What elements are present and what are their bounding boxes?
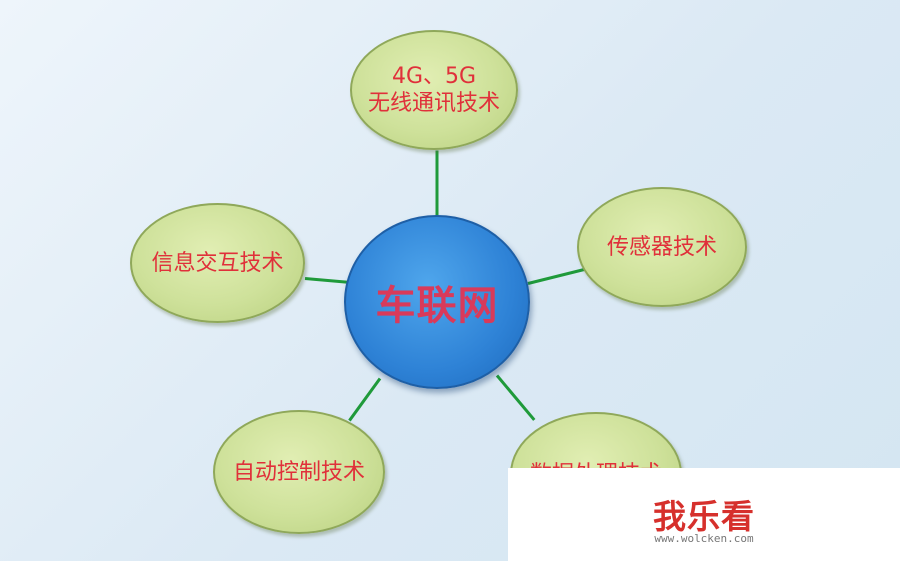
connector-control <box>348 377 382 422</box>
node-control: 自动控制技术 <box>213 410 385 534</box>
watermark-logo: 我乐看 <box>653 497 755 536</box>
node-control-label: 自动控制技术 <box>232 459 365 485</box>
node-interaction-label: 信息交互技术 <box>151 250 284 276</box>
node-sensor: 传感器技术 <box>577 187 747 307</box>
node-sensor-label: 传感器技术 <box>606 234 717 260</box>
watermark-box: 我乐看 www.wolcken.com <box>508 468 900 561</box>
connector-sensor <box>527 267 587 285</box>
node-wireless-line-2: 无线通讯技术 <box>367 91 500 116</box>
node-wireless-line-1: 4G、5G <box>391 64 477 89</box>
connector-data <box>495 374 536 421</box>
center-label: 车联网 <box>375 283 499 329</box>
connector-interaction <box>304 277 348 284</box>
connector-wireless <box>435 150 439 217</box>
node-wireless: 4G、5G 无线通讯技术 <box>350 30 518 150</box>
center-node: 车联网 <box>344 215 530 389</box>
watermark-url: www.wolcken.com <box>654 532 754 545</box>
node-interaction: 信息交互技术 <box>130 203 305 323</box>
